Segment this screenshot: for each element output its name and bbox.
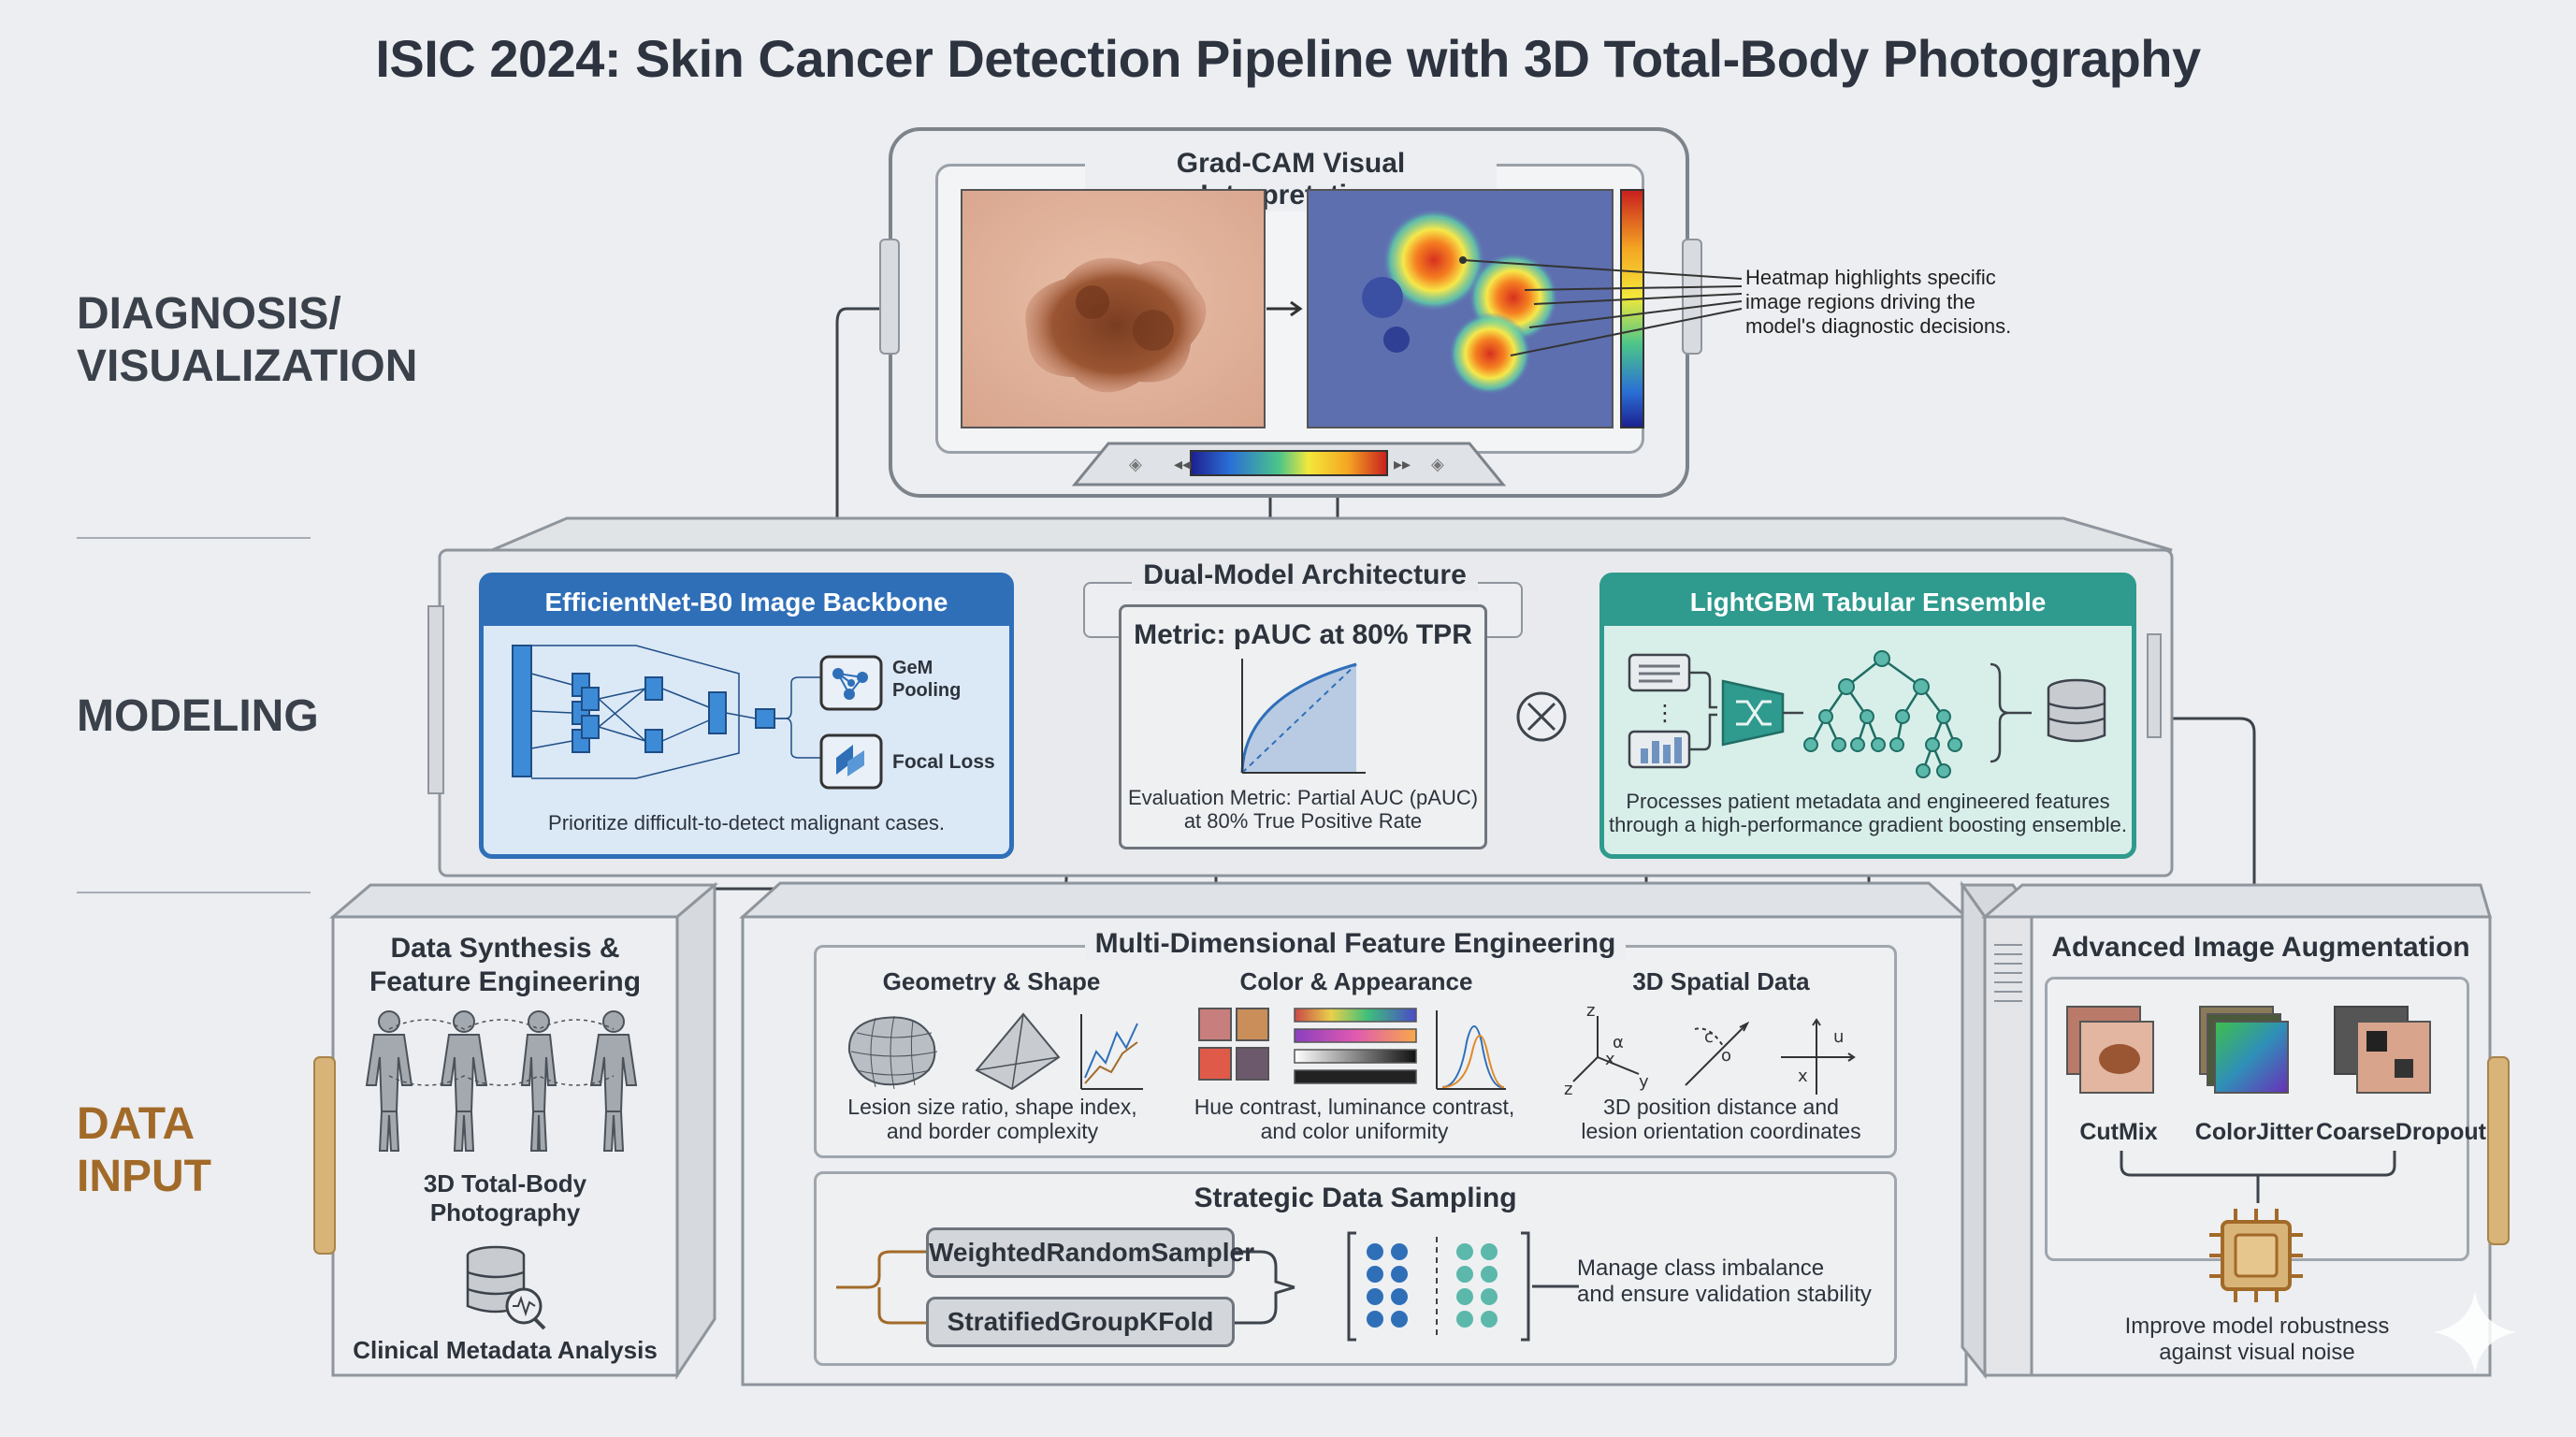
metric-title: Metric: pAUC at 80% TPR	[1134, 619, 1472, 650]
dual-model-title: Dual-Model Architecture	[1132, 559, 1478, 591]
focal-loss-label: Focal Loss	[892, 751, 995, 773]
chip-icon	[2209, 1209, 2303, 1302]
network-graph-icon	[819, 655, 883, 711]
color-title: Color & Appearance	[1239, 967, 1473, 995]
svg-text:◈: ◈	[1129, 455, 1142, 474]
cnn-architecture-icon	[512, 645, 823, 779]
metric-caption: Evaluation Metric: Partial AUC (pAUC) at…	[1127, 786, 1479, 833]
tier-label-diagnosis: DIAGNOSIS/ VISUALIZATION	[77, 289, 418, 391]
geometry-caption: Lesion size ratio, shape index, and bord…	[847, 1095, 1137, 1143]
synthesis-title: Data Synthesis & Feature Engineering	[369, 933, 642, 997]
svg-text:c: c	[1704, 1027, 1714, 1047]
roc-curve-icon	[1240, 659, 1366, 774]
aug-coarsedropout-label: CoarseDropout	[2316, 1119, 2486, 1145]
sampling-branch-lines	[836, 1250, 1295, 1325]
augmentation-merge-lines	[2120, 1151, 2396, 1203]
tier-label-modeling: MODELING	[77, 691, 319, 741]
svg-text:x: x	[1605, 1050, 1615, 1069]
spatial-caption: 3D position distance and lesion orientat…	[1581, 1095, 1861, 1143]
connector-dash	[1532, 1285, 1579, 1288]
gbm-ensemble-icon: ⋮	[1628, 650, 2106, 778]
efficientnet-header	[484, 577, 1009, 626]
augmentation-caption: Improve model robustness against visual …	[2124, 1314, 2390, 1365]
gem-pooling-label: GeM Pooling	[892, 658, 962, 701]
geometry-shape-icon	[847, 1012, 1143, 1091]
focal-loss-icon	[819, 733, 883, 790]
monitor-side-handle	[879, 239, 900, 355]
lightgbm-header	[1604, 577, 2132, 626]
tbp-label: 3D Total-Body Photography	[423, 1169, 587, 1227]
lightgbm-caption: Processes patient metadata and engineere…	[1608, 790, 2128, 836]
clinical-metadata-label: Clinical Metadata Analysis	[353, 1336, 658, 1364]
augmentation-samples	[2066, 1006, 2431, 1094]
sparkle-icon	[2434, 1291, 2516, 1373]
balanced-sample-grid-icon	[1347, 1231, 1530, 1342]
svg-text:z: z	[1586, 1001, 1595, 1021]
augmentation-title: Advanced Image Augmentation	[2051, 932, 2470, 963]
sampling-caption: Manage class imbalance and ensure valida…	[1577, 1256, 1872, 1307]
lesion-image	[961, 189, 1266, 428]
svg-text:α: α	[1613, 1033, 1624, 1052]
svg-text:u: u	[1833, 1027, 1844, 1047]
monitor-stand: ◂◂ ▸▸ ◈ ◈	[1071, 442, 1507, 486]
weighted-sampler-chip: WeightedRandomSampler	[926, 1227, 1254, 1278]
annotation-leaders	[1459, 256, 1743, 356]
color-swatch-icon	[1198, 1008, 1506, 1090]
coarsedropout-thumbnail	[2334, 1006, 2431, 1094]
efficientnet-title: EfficientNet-B0 Image Backbone	[544, 588, 948, 617]
svg-text:z: z	[1564, 1080, 1572, 1099]
body-scan-icon	[365, 1010, 638, 1152]
svg-text:◈: ◈	[1431, 455, 1444, 474]
efficientnet-caption: Prioritize difficult-to-detect malignant…	[548, 811, 945, 835]
cutmix-thumbnail	[2066, 1006, 2154, 1094]
feature-engineering-title: Multi-Dimensional Feature Engineering	[1085, 928, 1626, 960]
svg-text:x: x	[1798, 1067, 1808, 1086]
stratified-kfold-chip: StratifiedGroupKFold	[926, 1297, 1235, 1347]
svg-text:o: o	[1721, 1046, 1731, 1066]
svg-text:y: y	[1639, 1072, 1649, 1092]
combine-icon	[1516, 691, 1567, 742]
tier-divider	[77, 537, 311, 539]
aug-colorjitter-label: ColorJitter	[2194, 1119, 2314, 1145]
spatial-title: 3D Spatial Data	[1632, 967, 1810, 995]
arrow-icon	[1266, 300, 1303, 317]
heatmap-image	[1307, 189, 1614, 428]
svg-text:▸▸: ▸▸	[1394, 455, 1411, 474]
heatmap-colorbar	[1620, 189, 1644, 428]
geometry-title: Geometry & Shape	[882, 967, 1101, 995]
colorjitter-thumbnail	[2199, 1006, 2289, 1094]
lightgbm-title: LightGBM Tabular Ensemble	[1689, 588, 2047, 617]
color-caption: Hue contrast, luminance contrast, and co…	[1194, 1095, 1515, 1143]
clinical-database-icon	[466, 1245, 546, 1330]
svg-text:⋮: ⋮	[1654, 700, 1676, 726]
aug-cutmix-label: CutMix	[2079, 1119, 2158, 1145]
svg-text:◂◂: ◂◂	[1174, 455, 1191, 474]
gradcam-annotation: Heatmap highlights specific image region…	[1745, 266, 2012, 338]
sampling-title: Strategic Data Sampling	[1194, 1183, 1517, 1213]
tier-label-data-input: DATA INPUT	[77, 1099, 211, 1201]
tier-divider	[77, 892, 311, 893]
page-title: ISIC 2024: Skin Cancer Detection Pipelin…	[375, 29, 2201, 88]
